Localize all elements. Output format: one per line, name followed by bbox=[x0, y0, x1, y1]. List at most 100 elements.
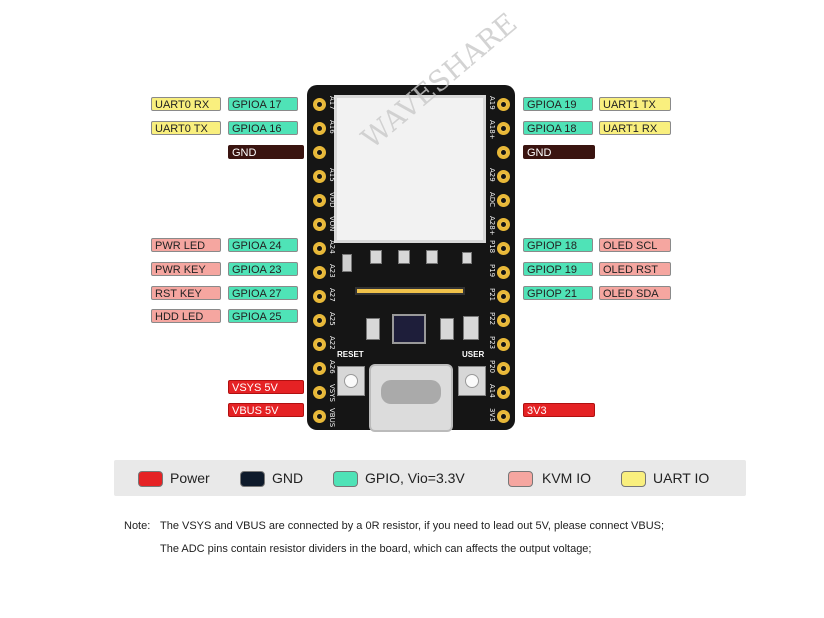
inductor-component bbox=[463, 316, 479, 340]
pin-pad bbox=[497, 290, 510, 303]
legend-label: Power bbox=[170, 470, 210, 486]
label-gpiop19: GPIOP 19 bbox=[523, 262, 593, 276]
silk-label: A22 bbox=[328, 336, 336, 350]
resistor-component bbox=[426, 250, 438, 264]
pin-pad bbox=[313, 266, 326, 279]
pin-pad bbox=[313, 410, 326, 423]
legend-label: KVM IO bbox=[542, 470, 592, 486]
legend-swatch bbox=[621, 471, 646, 487]
pin-pad bbox=[313, 170, 326, 183]
pin-pad bbox=[497, 386, 510, 399]
silk-label: 3V3 bbox=[488, 408, 496, 422]
pin-pad bbox=[313, 314, 326, 327]
pin-pad bbox=[313, 122, 326, 135]
silk-label: A18+ bbox=[488, 120, 496, 140]
usb-c-connector bbox=[369, 364, 453, 432]
pin-pad bbox=[313, 290, 326, 303]
reset-button-cap bbox=[344, 374, 358, 388]
label-oled-scl: OLED SCL bbox=[599, 238, 671, 252]
reset-label: RESET bbox=[337, 350, 364, 359]
legend-swatch bbox=[138, 471, 163, 487]
silk-label: A24 bbox=[328, 240, 336, 254]
silk-label: VDD bbox=[328, 192, 336, 208]
silk-label: A17 bbox=[328, 96, 336, 110]
label-gpioa23: GPIOA 23 bbox=[228, 262, 298, 276]
label-gpiop21: GPIOP 21 bbox=[523, 286, 593, 300]
resistor-component bbox=[370, 250, 382, 264]
label-uart0-tx: UART0 TX bbox=[151, 121, 221, 135]
pin-pad bbox=[313, 218, 326, 231]
silk-label: A15 bbox=[328, 168, 336, 182]
pin-pad bbox=[313, 146, 326, 159]
capacitor-component bbox=[462, 252, 472, 264]
label-vsys-5v: VSYS 5V bbox=[228, 380, 304, 394]
pin-pad bbox=[497, 146, 510, 159]
label-gpioa17: GPIOA 17 bbox=[228, 97, 298, 111]
mcu-chip bbox=[392, 314, 426, 344]
led-component bbox=[342, 254, 352, 272]
label-hdd-led: HDD LED bbox=[151, 309, 221, 323]
silk-label: P22 bbox=[488, 312, 496, 326]
pin-pad bbox=[497, 410, 510, 423]
resistor-component bbox=[398, 250, 410, 264]
legend-swatch bbox=[240, 471, 265, 487]
pin-pad bbox=[497, 122, 510, 135]
label-gpioa27: GPIOA 27 bbox=[228, 286, 298, 300]
pin-pad bbox=[497, 98, 510, 111]
silk-label: A27 bbox=[328, 288, 336, 302]
silk-label: A26 bbox=[328, 360, 336, 374]
silk-label: ADC bbox=[488, 192, 496, 208]
pin-pad bbox=[497, 338, 510, 351]
legend-swatch bbox=[333, 471, 358, 487]
pin-pad bbox=[497, 266, 510, 279]
note-prefix: Note: bbox=[124, 520, 151, 532]
pin-pad bbox=[497, 362, 510, 375]
inductor-component bbox=[440, 318, 454, 340]
note-line-1: The VSYS and VBUS are connected by a 0R … bbox=[160, 520, 665, 532]
usb-c-port bbox=[381, 380, 441, 404]
label-vbus-5v: VBUS 5V bbox=[228, 403, 304, 417]
label-gpioa18: GPIOA 18 bbox=[523, 121, 593, 135]
silk-label: A28+ bbox=[488, 216, 496, 236]
pin-pad bbox=[313, 194, 326, 207]
silk-label: P20 bbox=[488, 360, 496, 374]
label-gnd-right: GND bbox=[523, 145, 595, 159]
pin-pad bbox=[313, 242, 326, 255]
note-line-2: The ADC pins contain resistor dividers i… bbox=[160, 543, 592, 555]
legend-swatch bbox=[508, 471, 533, 487]
label-gpioa25: GPIOA 25 bbox=[228, 309, 298, 323]
legend-label: UART IO bbox=[653, 470, 710, 486]
silk-label: P18 bbox=[488, 240, 496, 254]
pin-pad bbox=[497, 218, 510, 231]
pin-pad bbox=[313, 338, 326, 351]
wifi-module-shield bbox=[334, 95, 486, 243]
label-gpioa19: GPIOA 19 bbox=[523, 97, 593, 111]
reset-button bbox=[337, 366, 365, 396]
label-pwr-led: PWR LED bbox=[151, 238, 221, 252]
silk-label: A25 bbox=[328, 312, 336, 326]
silk-label: VBUS bbox=[328, 408, 336, 428]
silk-label: P23 bbox=[488, 336, 496, 350]
legend-label: GND bbox=[272, 470, 304, 486]
label-gpioa24: GPIOA 24 bbox=[228, 238, 298, 252]
label-oled-sda: OLED SDA bbox=[599, 286, 671, 300]
label-pwr-key: PWR KEY bbox=[151, 262, 221, 276]
silk-label: A14 bbox=[488, 384, 496, 398]
label-uart0-rx: UART0 RX bbox=[151, 97, 221, 111]
fpc-connector bbox=[355, 287, 465, 295]
silk-label: A23 bbox=[328, 264, 336, 278]
label-uart1-tx: UART1 TX bbox=[599, 97, 671, 111]
silk-label: P19 bbox=[488, 264, 496, 278]
label-3v3: 3V3 bbox=[523, 403, 595, 417]
inductor-component bbox=[366, 318, 380, 340]
label-rst-key: RST KEY bbox=[151, 286, 221, 300]
legend-label: GPIO, Vio=3.3V bbox=[365, 470, 465, 486]
pin-pad bbox=[497, 170, 510, 183]
pin-pad bbox=[497, 314, 510, 327]
label-gpiop18: GPIOP 18 bbox=[523, 238, 593, 252]
silk-label: A29 bbox=[488, 168, 496, 182]
pin-pad bbox=[313, 386, 326, 399]
silk-label: A16 bbox=[328, 120, 336, 134]
label-gnd-left: GND bbox=[228, 145, 304, 159]
silk-label: VON bbox=[328, 216, 336, 232]
